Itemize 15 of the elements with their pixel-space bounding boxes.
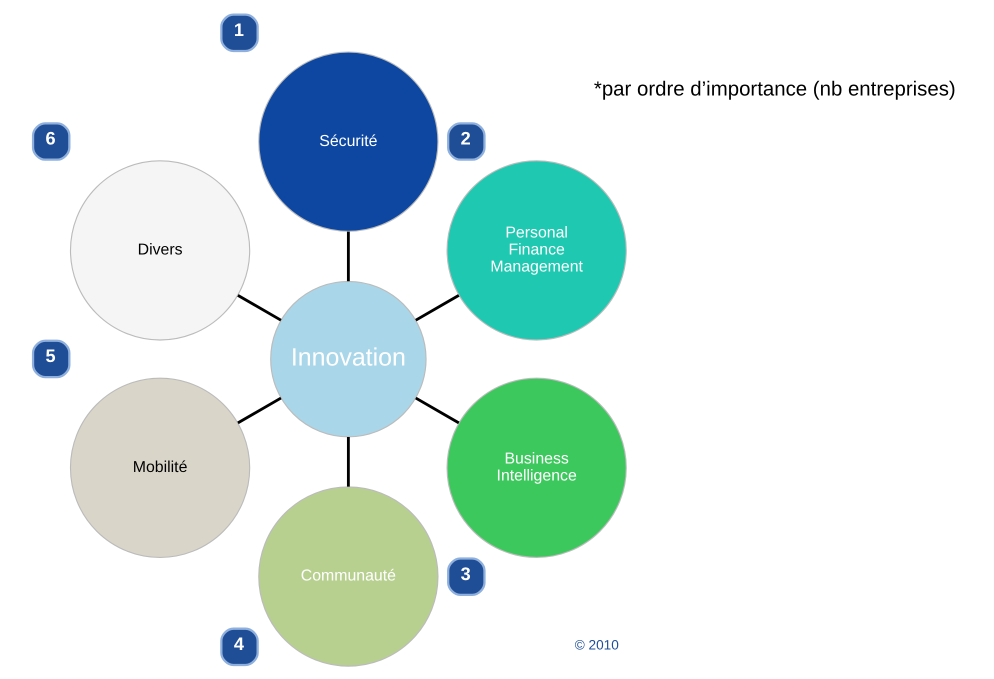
connector bbox=[346, 231, 350, 281]
connector bbox=[414, 294, 459, 321]
node-label: 4 bbox=[233, 634, 244, 654]
node-label: 5 bbox=[45, 346, 56, 366]
connector bbox=[236, 294, 282, 321]
connector bbox=[414, 396, 459, 424]
connector bbox=[346, 436, 350, 486]
label: *par ordre d’importance (nb entreprises) bbox=[593, 78, 956, 100]
node-label: 1 bbox=[233, 19, 244, 40]
node-label: 2 bbox=[460, 128, 470, 148]
label: © 2010 bbox=[574, 637, 618, 652]
node-label: 3 bbox=[460, 563, 470, 584]
node-circle: Innovation bbox=[270, 280, 426, 437]
connector bbox=[236, 396, 282, 424]
node-label: 6 bbox=[45, 128, 56, 148]
